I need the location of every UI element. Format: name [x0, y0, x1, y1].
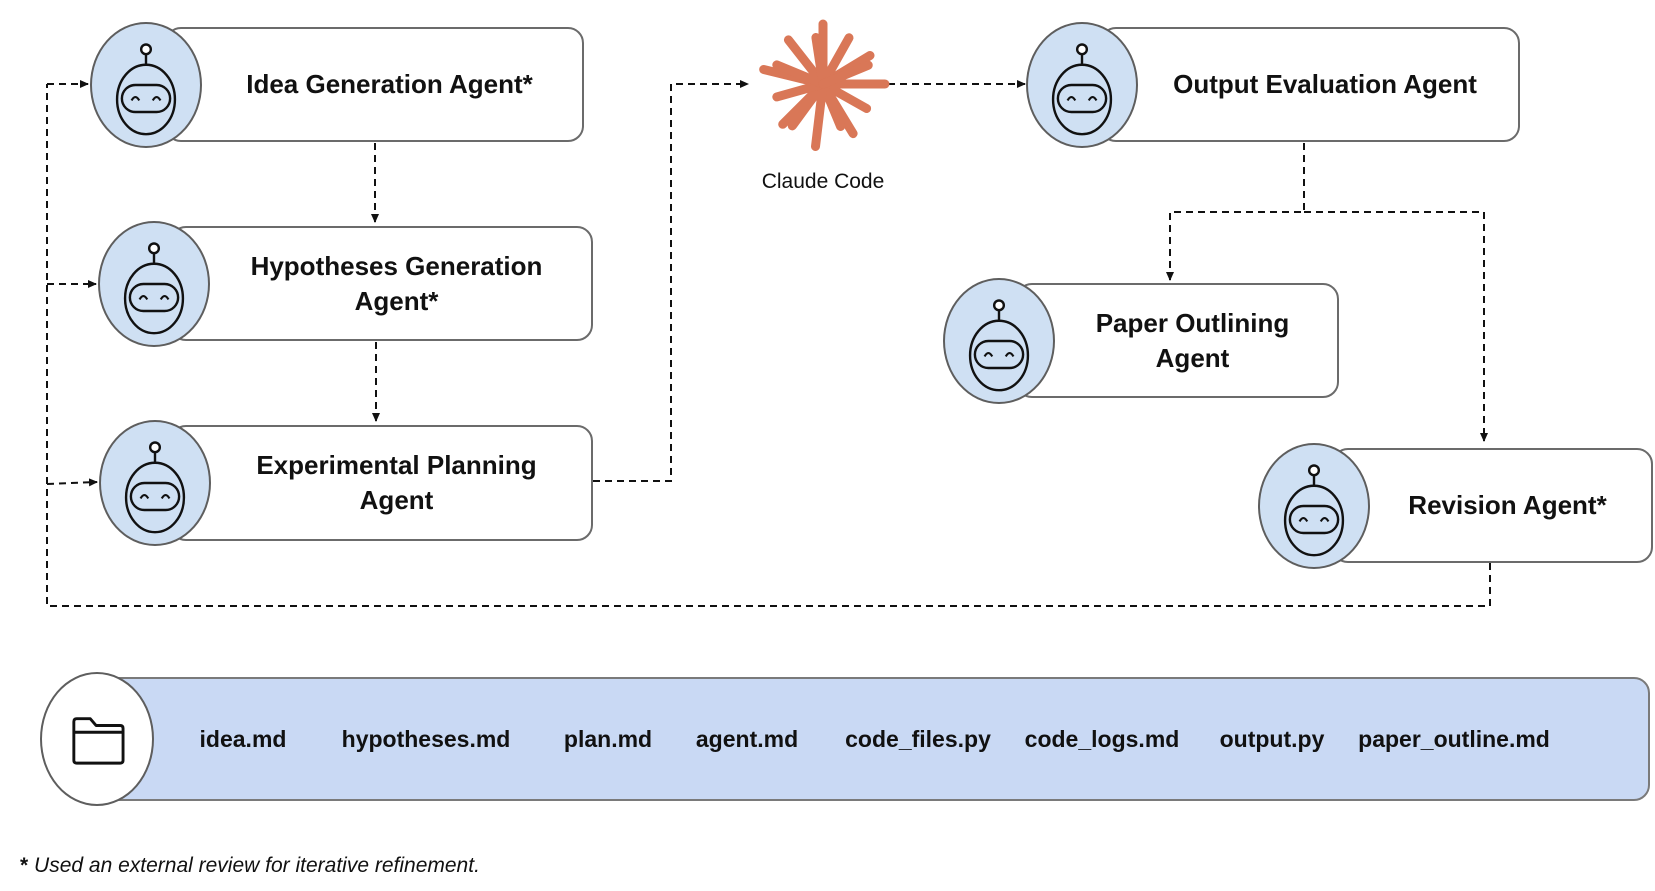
robot-icon	[99, 420, 211, 546]
footnote-marker: *	[20, 854, 29, 877]
idea-generation-agent-label: Idea Generation Agent*	[246, 69, 533, 99]
file-hypotheses-md: hypotheses.md	[341, 726, 511, 752]
file-paper-outline-md: paper_outline.md	[1358, 726, 1550, 752]
arrow-evaluation-to-outlining	[1166, 143, 1305, 281]
robot-icon	[90, 22, 202, 148]
file-code-logs-md: code_logs.md	[1024, 726, 1180, 752]
hypotheses-generation-agent-label: Hypotheses Generation Agent*	[250, 250, 543, 316]
experimental-planning-agent-label: Experimental Planning Agent	[256, 450, 537, 515]
paper-outlining-agent-label: Paper Outlining Agent	[1095, 307, 1290, 373]
arrow-planning-to-claude	[593, 80, 749, 482]
claude-code-label: Claude Code	[761, 170, 885, 193]
robot-icon	[1026, 22, 1138, 148]
output-evaluation-agent-label: Output Evaluation Agent	[1173, 69, 1477, 99]
output-evaluation-agent: Output Evaluation Agent	[1100, 27, 1520, 142]
robot-icon	[98, 221, 210, 347]
claude-starburst-icon	[759, 19, 890, 151]
robot-icon	[1258, 443, 1370, 569]
shared-files-bar	[70, 677, 1650, 801]
arrow-evaluation-to-revision	[1304, 211, 1488, 442]
experimental-planning-agent: Experimental Planning Agent	[170, 425, 593, 541]
folder-icon	[40, 672, 154, 806]
robot-icon	[943, 278, 1055, 404]
footnote: * Used an external review for iterative …	[20, 854, 480, 878]
file-output-py: output.py	[1219, 726, 1325, 752]
paper-outlining-agent: Paper Outlining Agent	[1016, 283, 1339, 398]
hypotheses-generation-agent: Hypotheses Generation Agent*	[170, 226, 593, 341]
revision-agent: Revision Agent*	[1332, 448, 1653, 563]
feedback-loop	[46, 84, 1491, 607]
arrow-loop-to-planning	[46, 478, 98, 487]
footnote-text: Used an external review for iterative re…	[34, 854, 480, 877]
file-code-files-py: code_files.py	[845, 726, 991, 752]
revision-agent-label: Revision Agent*	[1408, 490, 1607, 520]
file-idea-md: idea.md	[199, 726, 287, 752]
file-plan-md: plan.md	[563, 726, 653, 752]
file-agent-md: agent.md	[695, 726, 799, 752]
idea-generation-agent: Idea Generation Agent*	[165, 27, 584, 142]
